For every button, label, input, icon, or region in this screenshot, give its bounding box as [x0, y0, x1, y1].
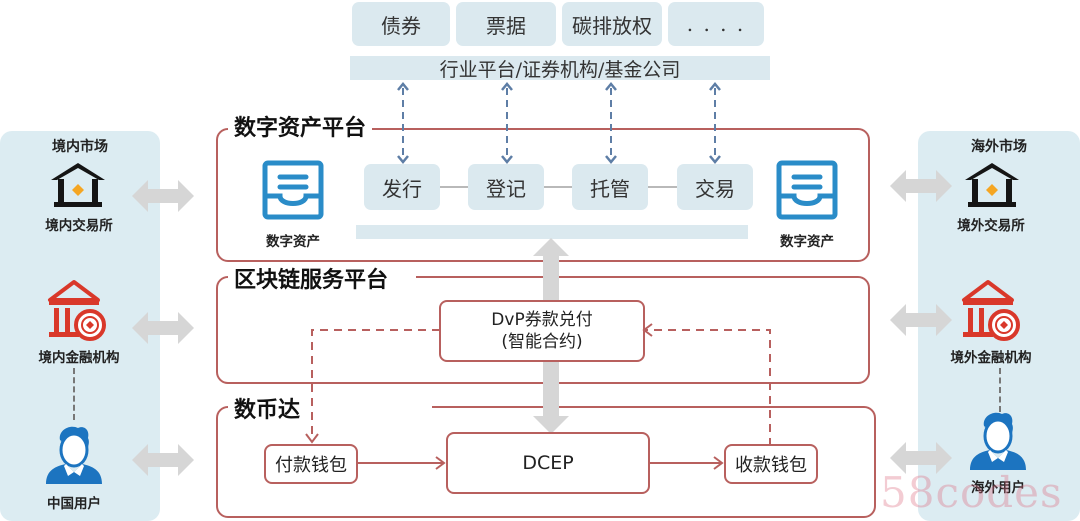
exchange-building-icon: [48, 160, 108, 208]
receive-wallet-box: 收款钱包: [724, 444, 818, 484]
digital-asset-platform-title: 数字资产平台: [228, 116, 373, 142]
step-register: 登记: [468, 164, 544, 210]
double-arrow-icon: [890, 166, 952, 206]
blockchain-platform-title: 区块链服务平台: [228, 268, 417, 294]
dvp-subtitle: (智能合约): [501, 332, 583, 352]
platform-base-bar: [356, 225, 748, 239]
digital-asset-right-label: 数字资产: [780, 234, 834, 250]
domestic-exchange-label: 境内交易所: [45, 218, 113, 234]
dashed-double-arrow: [396, 82, 410, 164]
double-arrow-icon: [890, 438, 952, 478]
step-issue: 发行: [364, 164, 440, 210]
industry-platform-bar: 行业平台/证券机构/基金公司: [350, 56, 770, 81]
digital-asset-left-label: 数字资产: [266, 234, 320, 250]
overseas-institution-label: 境外金融机构: [950, 350, 1032, 366]
step-custody: 托管: [572, 164, 648, 210]
exchange-building-icon: [962, 160, 1022, 208]
pay-wallet-box: 付款钱包: [264, 444, 358, 484]
asset-chip-more: . . . .: [668, 2, 764, 46]
user-icon: [968, 410, 1028, 472]
dcep-platform-title: 数币达: [228, 398, 433, 424]
dvp-title: DvP券款兑付: [491, 310, 593, 330]
domestic-market-title: 境内市场: [52, 139, 108, 155]
overseas-user-label: 海外用户: [971, 480, 1025, 496]
dashed-double-arrow: [708, 82, 722, 164]
dashed-double-arrow: [604, 82, 618, 164]
bank-coin-icon: [44, 278, 110, 344]
double-arrow-icon: [132, 308, 194, 348]
bank-coin-icon: [958, 278, 1024, 344]
overseas-market-title: 海外市场: [971, 139, 1027, 155]
dcep-to-receive-arrow: [648, 456, 726, 470]
dcep-box: DCEP: [446, 432, 650, 494]
dvp-smart-contract-box: DvP券款兑付 (智能合约): [439, 300, 645, 362]
watermark: 58codes: [880, 468, 1063, 517]
domestic-user-label: 中国用户: [47, 496, 101, 512]
domestic-dashed-link: [73, 368, 75, 420]
double-arrow-icon: [132, 440, 194, 480]
receive-wallet-to-dvp-dashed: [640, 318, 780, 448]
pay-to-dcep-arrow: [356, 456, 448, 470]
domestic-institution-label: 境内金融机构: [38, 350, 120, 366]
step-trade: 交易: [677, 164, 753, 210]
user-icon: [44, 424, 104, 486]
double-arrow-icon: [132, 176, 194, 216]
overseas-exchange-label: 境外交易所: [957, 218, 1025, 234]
digital-asset-tray-icon: [262, 160, 324, 220]
asset-chip-bond: 债券: [352, 2, 450, 46]
double-arrow-icon: [890, 300, 952, 340]
dashed-double-arrow: [500, 82, 514, 164]
asset-chip-carbon: 碳排放权: [562, 2, 662, 46]
overseas-dashed-link: [999, 368, 1001, 412]
asset-chip-bill: 票据: [456, 2, 556, 46]
dvp-to-pay-wallet-dashed: [300, 322, 442, 446]
digital-asset-tray-icon: [776, 160, 838, 220]
